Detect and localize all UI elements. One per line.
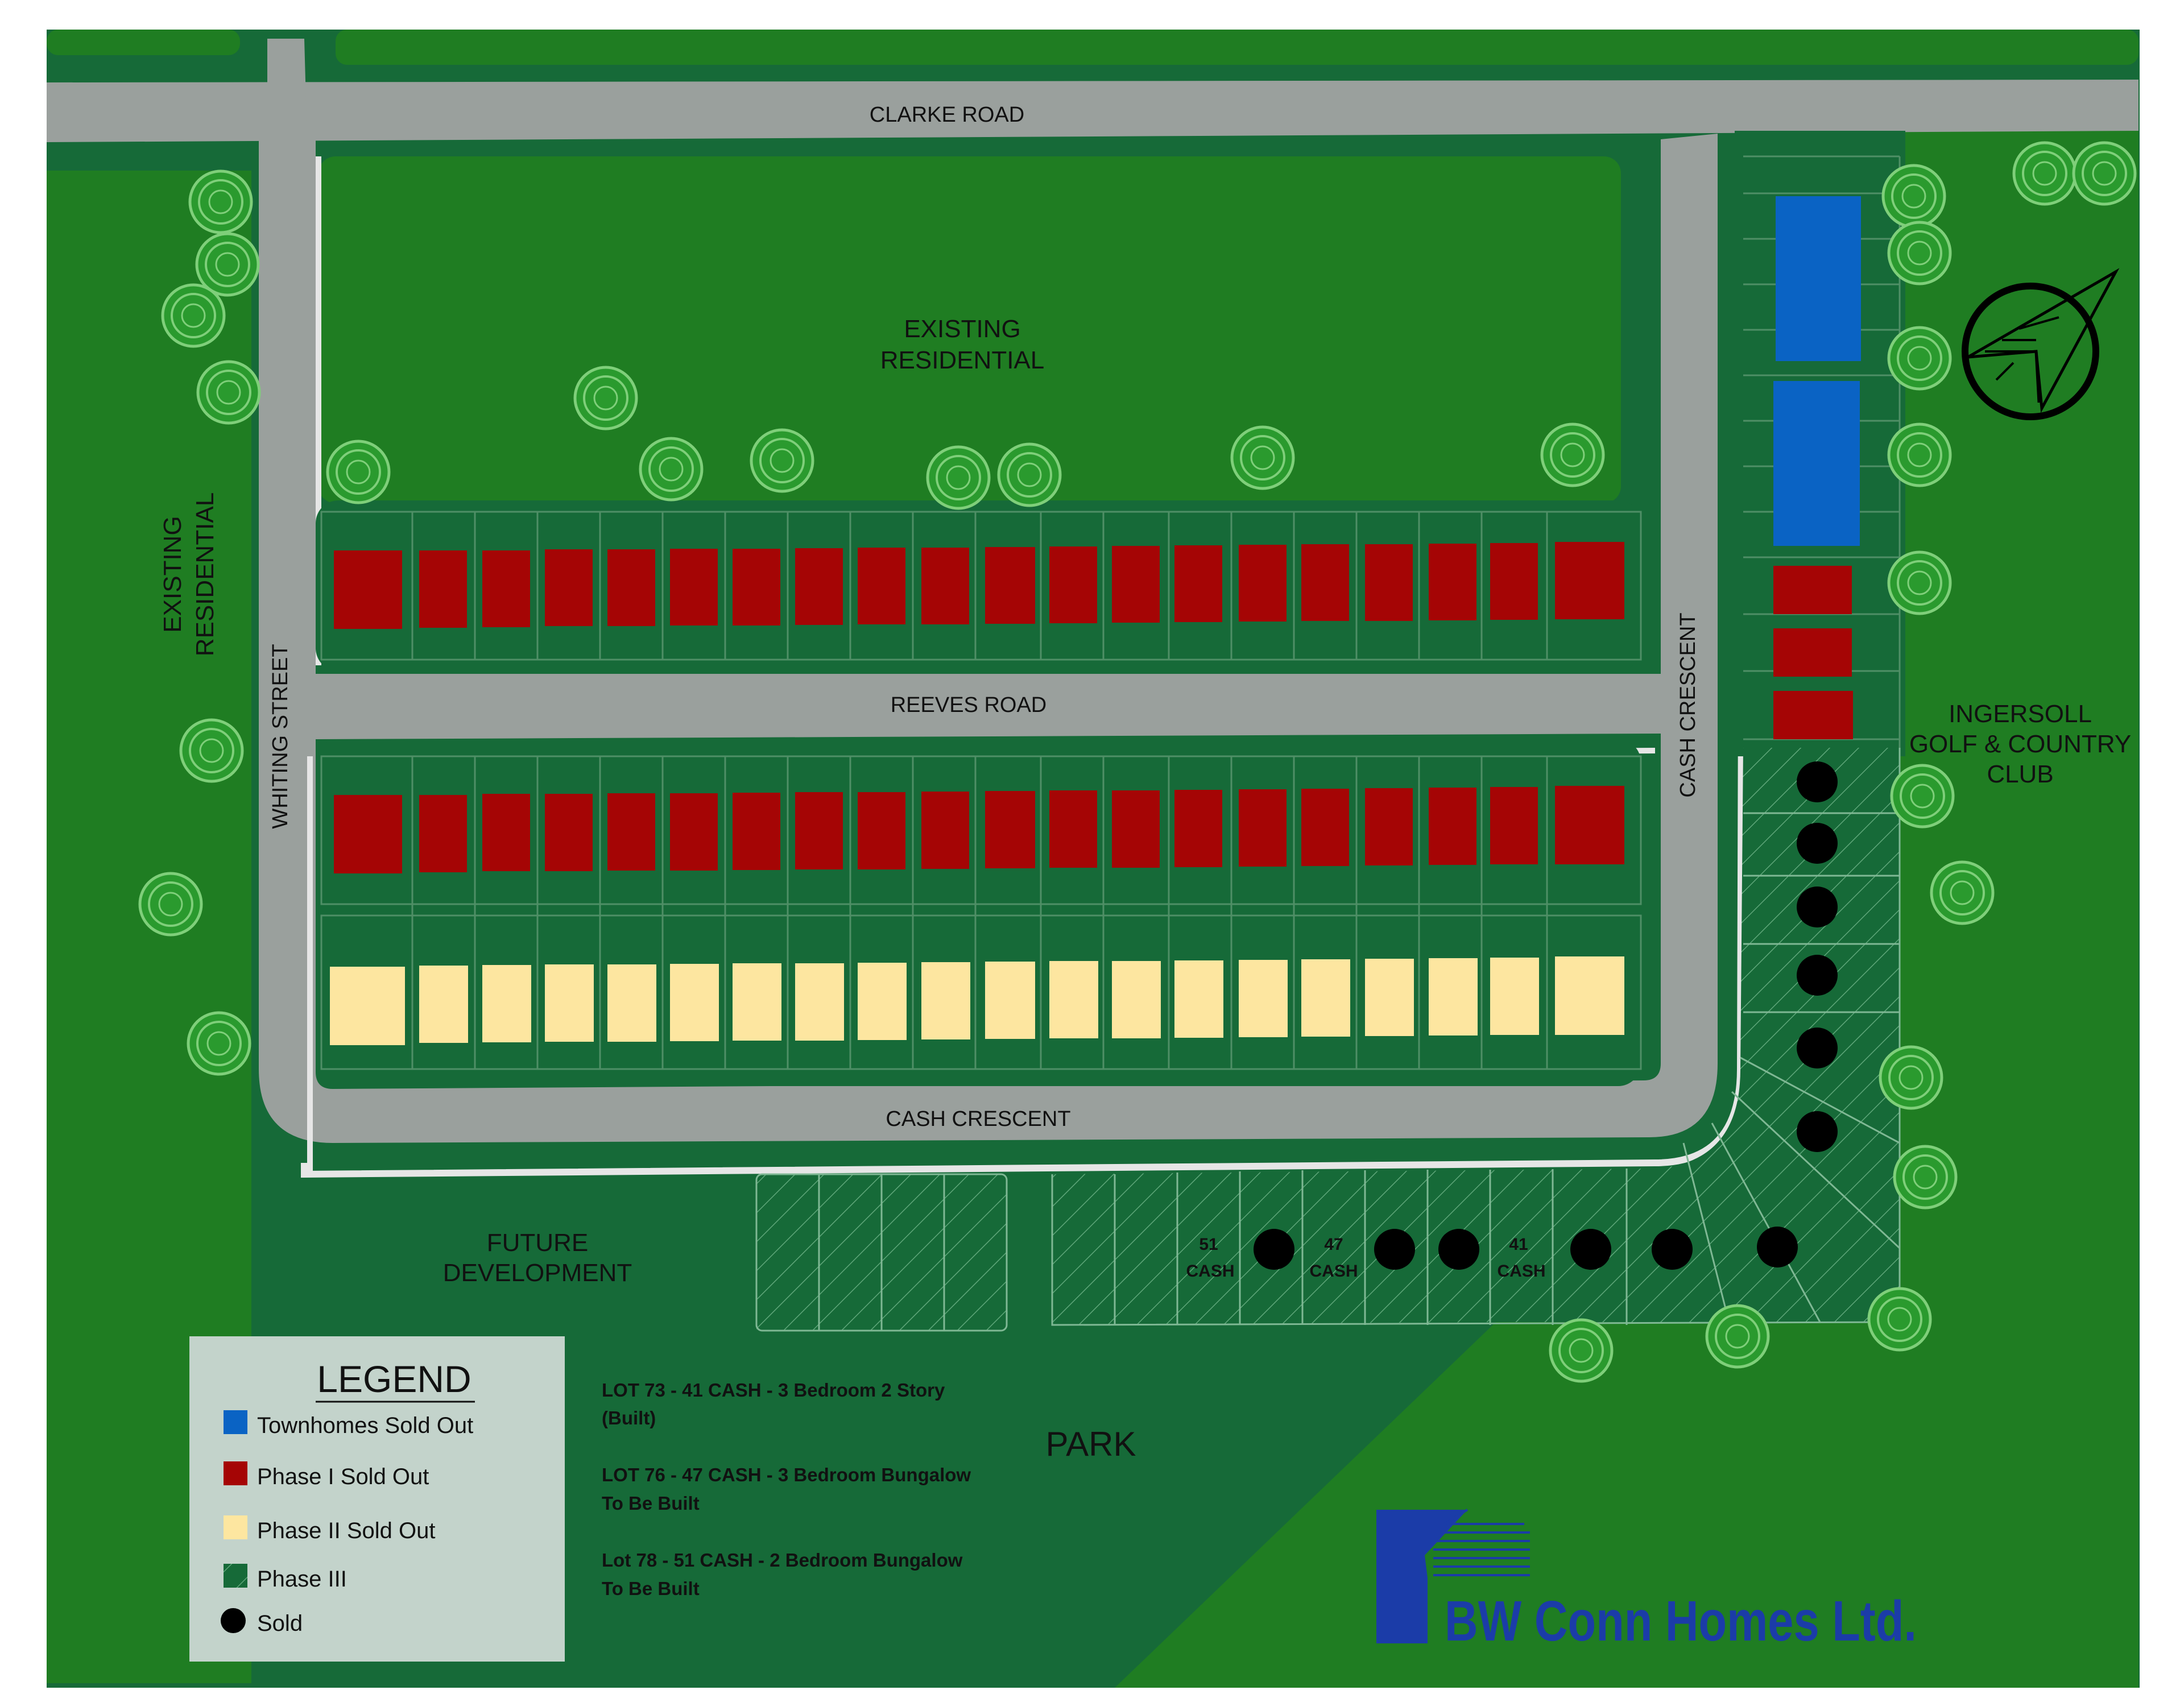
townhomes-swatch	[224, 1410, 247, 1434]
park-label: PARK	[1046, 1425, 1136, 1463]
phase-one-row-north	[334, 542, 1624, 629]
note-line: To Be Built	[602, 1493, 700, 1514]
phase-two-row	[330, 956, 1624, 1045]
lot-notes: LOT 73 - 41 CASH - 3 Bedroom 2 Story (Bu…	[602, 1380, 971, 1599]
future-development-label-2: DEVELOPMENT	[443, 1259, 632, 1287]
sold-marker	[1797, 955, 1838, 996]
legend: LEGEND Townhomes Sold Out Phase I Sold O…	[189, 1336, 565, 1662]
whiting-street-label: WHITING STREET	[268, 644, 292, 829]
lot-tag-number: 47	[1324, 1235, 1343, 1254]
future-development-label-1: FUTURE	[487, 1229, 588, 1257]
phase-one-side-lots	[1773, 566, 1853, 739]
sold-markers	[1254, 761, 1838, 1270]
note-line: (Built)	[602, 1407, 656, 1428]
sold-marker	[1652, 1229, 1693, 1270]
cash-crescent-side-label: CASH CRESCENT	[1676, 612, 1700, 797]
phase-three-swatch	[224, 1564, 247, 1588]
legend-label-townhomes: Townhomes Sold Out	[257, 1413, 473, 1438]
lot-tag-street: CASH	[1309, 1262, 1358, 1281]
golf-club-label-1: INGERSOLL	[1949, 700, 2092, 728]
legend-label-phase-three: Phase III	[257, 1567, 347, 1592]
phase-one-row-south	[334, 786, 1624, 873]
existing-residential-left-label-1: EXISTING	[159, 516, 187, 632]
existing-residential-top-label-1: EXISTING	[904, 315, 1020, 343]
sold-marker	[1797, 1028, 1838, 1068]
phase-one-swatch	[224, 1461, 247, 1485]
phase-two-swatch	[224, 1515, 247, 1539]
note-line: LOT 73 - 41 CASH - 3 Bedroom 2 Story	[602, 1380, 945, 1401]
phase-three-lots	[755, 748, 1901, 1332]
cash-crescent-label: CASH CRESCENT	[886, 1107, 1070, 1131]
sold-swatch	[221, 1608, 246, 1633]
townhome-lots	[1773, 196, 1861, 546]
lot-tag-number: 41	[1509, 1235, 1528, 1254]
legend-label-phase-two: Phase II Sold Out	[257, 1518, 436, 1543]
sold-marker	[1797, 761, 1838, 802]
map-labels: CLARKE ROAD REEVES ROAD CASH CRESCENT CA…	[159, 103, 2131, 1463]
reeves-road-label: REEVES ROAD	[891, 693, 1047, 717]
legend-label-phase-one: Phase I Sold Out	[257, 1464, 429, 1489]
logo-text: BW Conn Homes Ltd.	[1445, 1589, 1917, 1653]
legend-title: LEGEND	[317, 1358, 471, 1400]
sold-marker	[1374, 1229, 1415, 1270]
existing-residential-top-label-2: RESIDENTIAL	[880, 346, 1045, 374]
lot-tag-number: 51	[1199, 1235, 1218, 1254]
lot-tag-street: CASH	[1497, 1262, 1545, 1281]
sold-marker	[1797, 1111, 1838, 1152]
sold-marker	[1797, 823, 1838, 864]
sold-marker	[1797, 887, 1838, 927]
sold-marker	[1254, 1229, 1294, 1270]
sold-marker	[1438, 1229, 1479, 1270]
north-arrow-icon	[1962, 268, 2120, 420]
golf-club-label-2: GOLF & COUNTRY	[1909, 730, 2131, 758]
existing-residential-left-label-2: RESIDENTIAL	[191, 492, 219, 657]
golf-club-label-3: CLUB	[1987, 760, 2053, 788]
sold-marker	[1757, 1227, 1798, 1268]
sold-marker	[1570, 1229, 1611, 1270]
company-logo: BW Conn Homes Ltd.	[1376, 1509, 1917, 1653]
lot-tag-street: CASH	[1186, 1262, 1234, 1281]
legend-label-sold: Sold	[257, 1611, 303, 1636]
clarke-road-label: CLARKE ROAD	[870, 103, 1024, 127]
note-line: To Be Built	[602, 1578, 700, 1599]
note-line: LOT 76 - 47 CASH - 3 Bedroom Bungalow	[602, 1464, 971, 1485]
note-line: Lot 78 - 51 CASH - 2 Bedroom Bungalow	[602, 1550, 963, 1571]
